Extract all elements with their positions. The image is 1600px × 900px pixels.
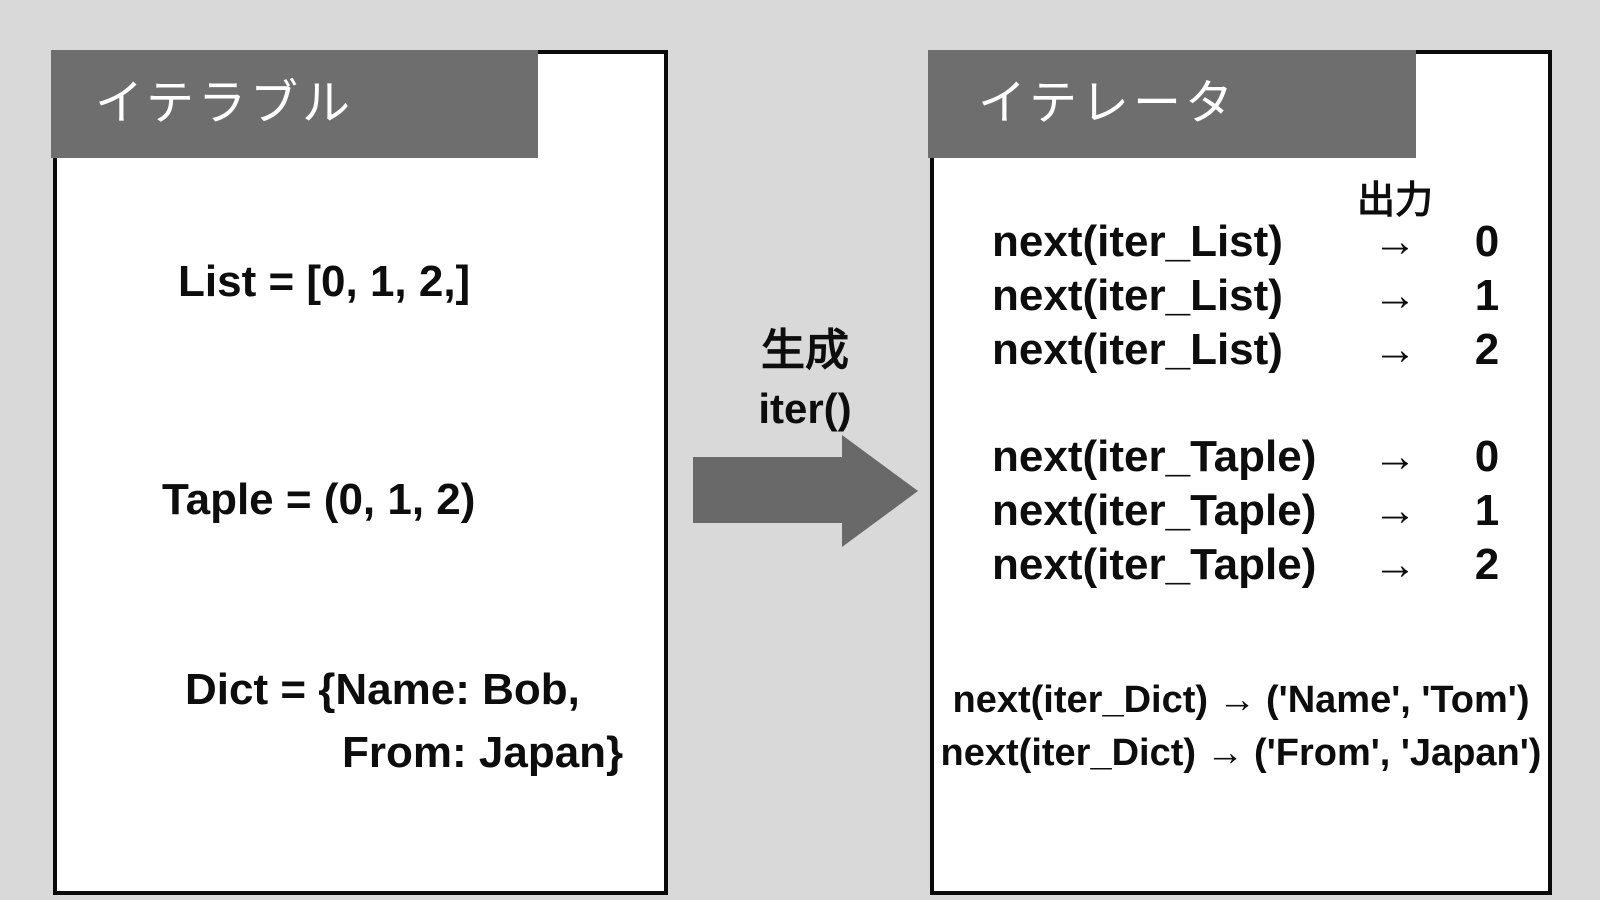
row-arrow-icon: →: [1373, 217, 1417, 266]
iterable-header: イテラブル: [51, 50, 538, 158]
iterator-row: next(iter_Taple) → 1: [934, 484, 1546, 538]
iterator-dict-row: next(iter_Dict)→('Name', 'Tom'): [934, 676, 1548, 724]
row-result: 1: [1474, 271, 1500, 320]
row-result: ('From', 'Japan'): [1254, 732, 1542, 774]
row-arrow-icon: →: [1373, 540, 1417, 589]
right-arrow-icon: [693, 457, 843, 523]
iterable-title: イテラブル: [95, 77, 355, 130]
row-call: next(iter_List): [992, 271, 1283, 320]
output-label: 出力: [1356, 180, 1433, 222]
row-result: 0: [1474, 217, 1500, 266]
row-result: 2: [1474, 325, 1500, 374]
row-call: next(iter_Dict): [952, 679, 1209, 721]
iterator-panel: [930, 50, 1552, 895]
row-result: 0: [1474, 432, 1500, 481]
row-call: next(iter_Dict): [940, 732, 1197, 774]
row-call: next(iter_Taple): [992, 486, 1317, 535]
row-arrow-icon: →: [1373, 486, 1417, 535]
row-call: next(iter_List): [992, 217, 1283, 266]
generate-label: 生成: [761, 326, 849, 375]
row-arrow-icon: →: [1373, 432, 1417, 481]
iterable-panel: [53, 50, 668, 895]
right-arrow-head-icon: [842, 435, 918, 547]
iterator-dict-row: next(iter_Dict)→('From', 'Japan'): [934, 729, 1548, 777]
iterator-row: next(iter_List) → 0: [934, 215, 1546, 269]
row-arrow-icon: →: [1373, 271, 1417, 320]
taple-line: Taple = (0, 1, 2): [162, 475, 476, 524]
iterator-row: next(iter_Taple) → 0: [934, 430, 1546, 484]
row-call: next(iter_List): [992, 325, 1283, 374]
row-call: next(iter_Taple): [992, 432, 1317, 481]
row-arrow-icon: →: [1218, 679, 1257, 721]
row-arrow-icon: →: [1206, 732, 1245, 774]
iterator-row: next(iter_List) → 2: [934, 323, 1546, 377]
iter-function-label: iter(): [758, 385, 852, 432]
dict-line-1: Dict = {Name: Bob,: [185, 665, 580, 714]
row-result: ('Name', 'Tom'): [1266, 679, 1530, 721]
row-call: next(iter_Taple): [992, 540, 1317, 589]
row-result: 1: [1474, 486, 1500, 535]
iterator-row: next(iter_Taple) → 2: [934, 538, 1546, 592]
iterator-row: next(iter_List) → 1: [934, 269, 1546, 323]
iterator-header: イテレータ: [928, 50, 1416, 158]
iterator-title: イテレータ: [978, 77, 1238, 130]
list-line: List = [0, 1, 2,]: [178, 257, 471, 306]
row-arrow-icon: →: [1373, 325, 1417, 374]
dict-line-2: From: Japan}: [342, 728, 624, 777]
row-result: 2: [1474, 540, 1500, 589]
